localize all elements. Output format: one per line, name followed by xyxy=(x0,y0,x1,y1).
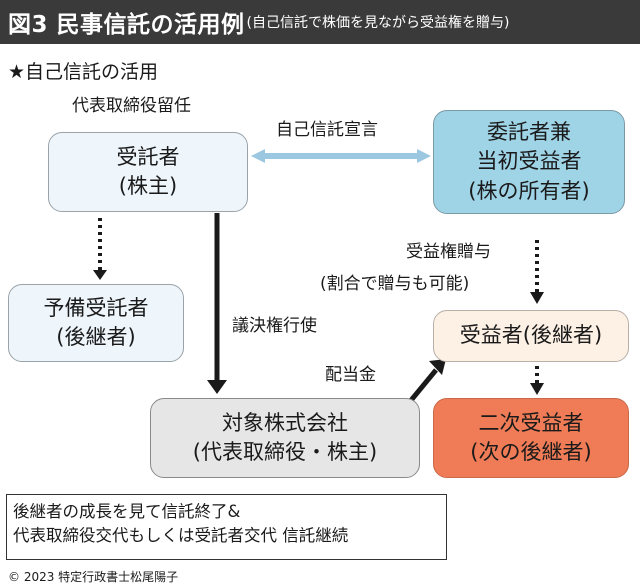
trustee-box: 受託者 (株主) xyxy=(48,132,248,212)
note-line-2: 代表取締役交代もしくは受託者交代 信託継続 xyxy=(13,525,349,545)
gift-sub-label: (割合で贈与も可能) xyxy=(320,274,470,294)
section-title: ★自己信託の活用 xyxy=(8,61,159,83)
trustee-title: 受託者 xyxy=(116,144,180,169)
figure-header: 図3 民事信託の活用例 (自己信託で株価を見ながら受益権を贈与) xyxy=(0,0,640,44)
copyright: © 2023 特定行政書士松尾陽子 xyxy=(8,570,179,584)
successor-trustee-title: 予備受託者 xyxy=(43,295,149,320)
trustee-subtitle: (株主) xyxy=(118,174,178,198)
trustee-to-successor-arrowhead xyxy=(93,270,107,280)
note-box: 後継者の成長を見て信託終了& 代表取締役交代もしくは受託者交代 信託継続 xyxy=(6,494,447,560)
settlor-line-1: 委託者兼 xyxy=(487,119,571,144)
figure-subtitle: (自己信託で株価を見ながら受益権を贈与) xyxy=(246,15,510,31)
dividend-arrowhead xyxy=(429,359,446,375)
figure-title: 図3 民事信託の活用例 xyxy=(8,12,245,38)
second-beneficiary-subtitle: (次の後継者) xyxy=(470,440,592,464)
settlor-line-2: 当初受益者 xyxy=(476,149,582,174)
settlor-box: 委託者兼 当初受益者 (株の所有者) xyxy=(433,110,625,214)
beneficiary-box: 受益者(後継者) xyxy=(433,310,629,362)
second-beneficiary-title: 二次受益者 xyxy=(478,410,584,435)
dividend-label: 配当金 xyxy=(325,365,376,385)
voting-arrowhead xyxy=(207,380,227,394)
company-title: 対象株式会社 xyxy=(222,410,348,435)
settlor-to-beneficiary-arrowhead xyxy=(530,292,544,304)
settlor-line-3: (株の所有者) xyxy=(468,178,590,203)
declaration-label: 自己信託宣言 xyxy=(276,120,378,140)
successor-trustee-subtitle: (後継者) xyxy=(56,325,136,349)
note-line-1: 後継者の成長を見て信託終了& xyxy=(13,502,241,521)
company-box: 対象株式会社 (代表取締役・株主) xyxy=(150,398,420,478)
successor-trustee-box: 予備受託者 (後継者) xyxy=(8,284,184,362)
beneficiary-to-second-arrowhead xyxy=(530,383,544,395)
gift-label: 受益権贈与 xyxy=(406,242,491,262)
company-subtitle: (代表取締役・株主) xyxy=(192,440,378,464)
beneficiary-title: 受益者(後継者) xyxy=(459,323,603,348)
ceo-role-label: 代表取締役留任 xyxy=(72,96,191,116)
dividend-arrow xyxy=(406,368,438,406)
voting-label: 議決権行使 xyxy=(232,316,317,336)
second-beneficiary-box: 二次受益者 (次の後継者) xyxy=(433,398,629,478)
